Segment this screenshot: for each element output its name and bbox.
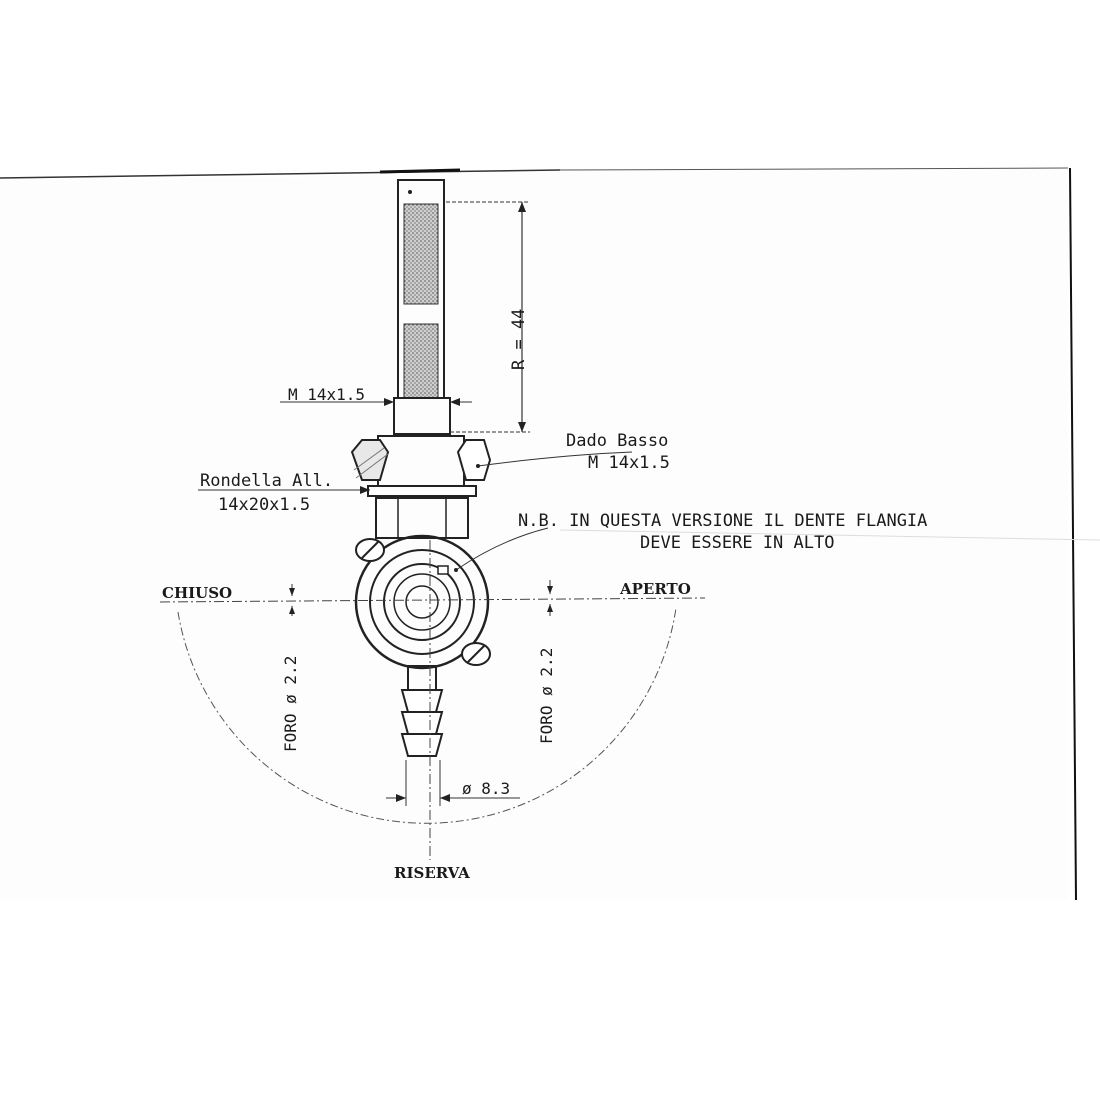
filter-mesh-upper — [403, 203, 439, 305]
lever-inner-ring — [369, 549, 475, 655]
position-arc — [177, 607, 677, 824]
lever-outer-ring — [354, 534, 490, 670]
paper-right-edge — [1069, 167, 1077, 901]
paper-top-edge-right — [559, 167, 1069, 171]
dado-spec-label: M 14x1.5 — [588, 453, 670, 473]
chiuso-label: CHIUSO — [162, 584, 232, 602]
washer — [367, 485, 477, 497]
dado-title-label: Dado Basso — [566, 431, 668, 451]
rondella-spec-label: 14x20x1.5 — [218, 495, 310, 515]
thread-top-label: M 14x1.5 — [288, 385, 365, 404]
foro-dimension-left — [289, 584, 295, 616]
paper-top-dark-edge — [379, 168, 461, 174]
note-line-1: N.B. IN QUESTA VERSIONE IL DENTE FLANGIA — [518, 511, 927, 531]
outlet-diameter-label: ø 8.3 — [462, 779, 510, 798]
valve-seat-ring — [383, 563, 461, 641]
note-leader — [455, 527, 549, 571]
foro-left-label: FORO ø 2.2 — [281, 656, 300, 752]
valve-bore — [405, 585, 439, 619]
paper-top-edge — [0, 169, 561, 179]
thread-dimension — [280, 398, 472, 406]
reach-label: R = 44 — [509, 309, 529, 370]
vent-hole-dot — [408, 190, 412, 194]
threaded-neck — [393, 397, 451, 435]
note-line-2: DEVE ESSERE IN ALTO — [640, 533, 834, 553]
flange-tooth — [437, 565, 449, 575]
lock-nut — [350, 435, 492, 487]
riserva-label: RISERVA — [394, 864, 470, 882]
nut-hex-left — [350, 439, 390, 481]
tap-body — [375, 497, 469, 539]
foro-dimension-right — [547, 580, 553, 616]
rondella-title-label: Rondella All. — [200, 471, 333, 491]
nut-hex-right — [456, 439, 492, 481]
aperto-label: APERTO — [619, 580, 691, 598]
dado-leader — [477, 451, 633, 467]
horizontal-centerline — [159, 597, 706, 603]
valve-lever — [354, 534, 491, 670]
pickup-tube — [397, 179, 445, 399]
reach-dimension — [446, 201, 530, 433]
foro-right-label: FORO ø 2.2 — [537, 648, 556, 744]
hose-barb-outlet — [400, 665, 444, 757]
paper-area — [0, 168, 1068, 900]
valve-core — [393, 573, 451, 631]
outlet-diameter-dimension — [386, 760, 520, 806]
filter-mesh-lower — [403, 323, 439, 399]
paper-fold-line — [559, 529, 1100, 541]
